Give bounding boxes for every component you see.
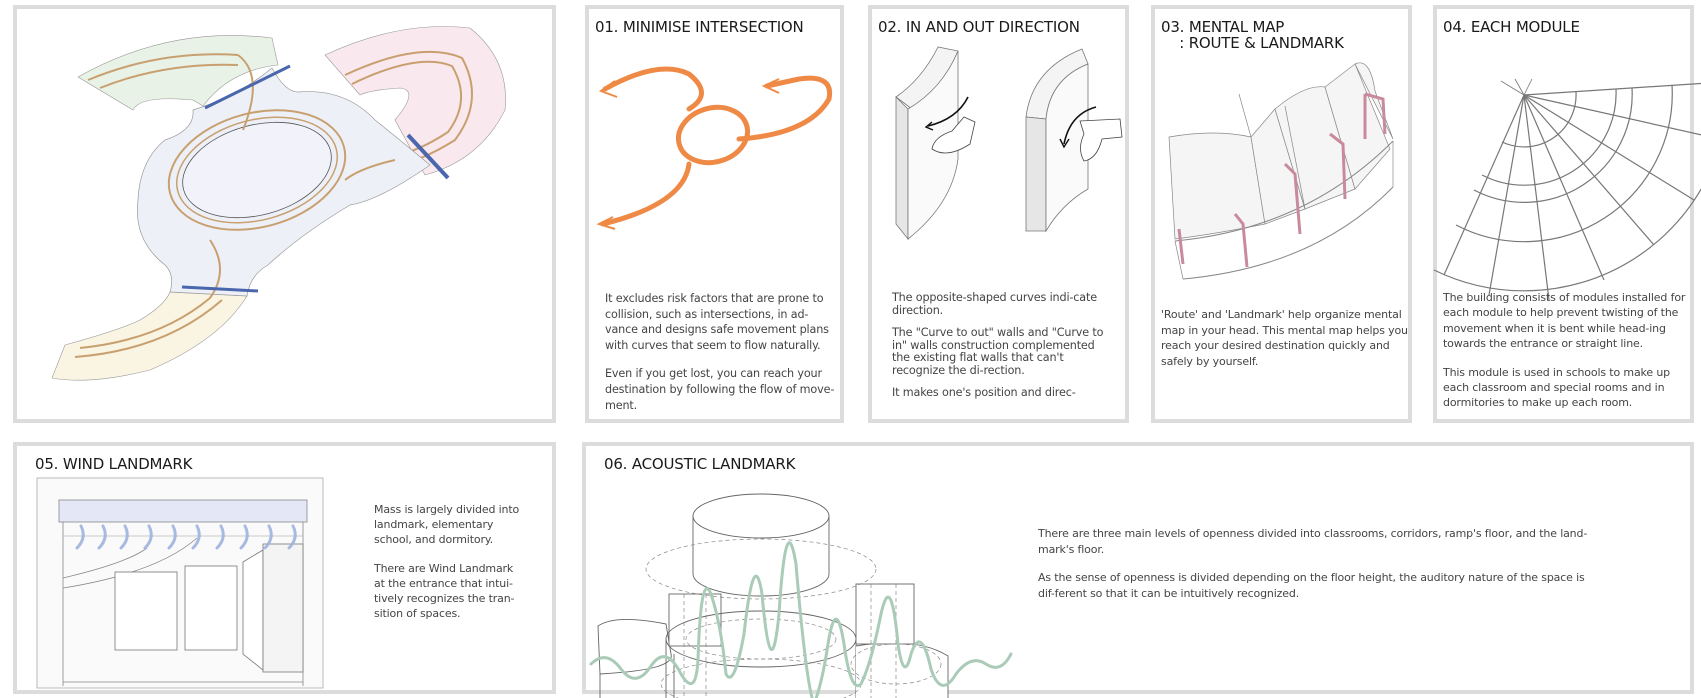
sound-wave <box>589 541 1013 698</box>
minimise-intersection-panel: 01. MINIMISE INTERSECTION It excludes ri… <box>585 5 844 423</box>
route-landmark-diagram <box>1168 62 1394 280</box>
panel-title: 06. ACOUSTIC LANDMARK <box>604 455 796 473</box>
flow-arrows-diagram <box>596 66 833 230</box>
acoustic-landmark-diagram <box>589 493 1013 698</box>
panel-title: 03. MENTAL MAP : ROUTE & LANDMARK <box>1161 18 1344 52</box>
in-out-direction-panel: 02. IN AND OUT DIRECTION The opposite-sh… <box>868 5 1129 423</box>
panel-title: 01. MINIMISE INTERSECTION <box>595 18 804 36</box>
panel-title: 02. IN AND OUT DIRECTION <box>878 18 1080 36</box>
curved-walls-diagram <box>895 46 1123 241</box>
panel-description: It excludes risk factors that are prone … <box>605 292 835 412</box>
acoustic-landmark-panel: 06. ACOUSTIC LANDMARK There are three ma… <box>582 442 1694 698</box>
site-plan-panel <box>13 5 556 423</box>
wind-landmark-diagram <box>36 477 324 689</box>
module-grid-diagram <box>1433 78 1701 301</box>
panel-description: The opposite-shaped curves indi-cate dir… <box>892 291 1104 399</box>
panel-description: The building consists of modules install… <box>1443 291 1686 410</box>
mental-map-panel: 03. MENTAL MAP : ROUTE & LANDMARK 'Route… <box>1151 5 1412 423</box>
panel-title: 04. EACH MODULE <box>1443 18 1580 36</box>
each-module-panel: 04. EACH MODULE The building consists of… <box>1433 5 1701 423</box>
panel-title: 05. WIND LANDMARK <box>35 455 193 473</box>
panel-description: There are three main levels of openness … <box>1038 527 1588 600</box>
panel-description: Mass is largely divided into landmark, e… <box>374 503 520 621</box>
site-plan-diagram <box>51 26 506 381</box>
wind-landmark-panel: 05. WIND LANDMARK Mass is largely divide… <box>13 442 556 694</box>
panel-description: 'Route' and 'Landmark' help organize men… <box>1161 308 1408 368</box>
